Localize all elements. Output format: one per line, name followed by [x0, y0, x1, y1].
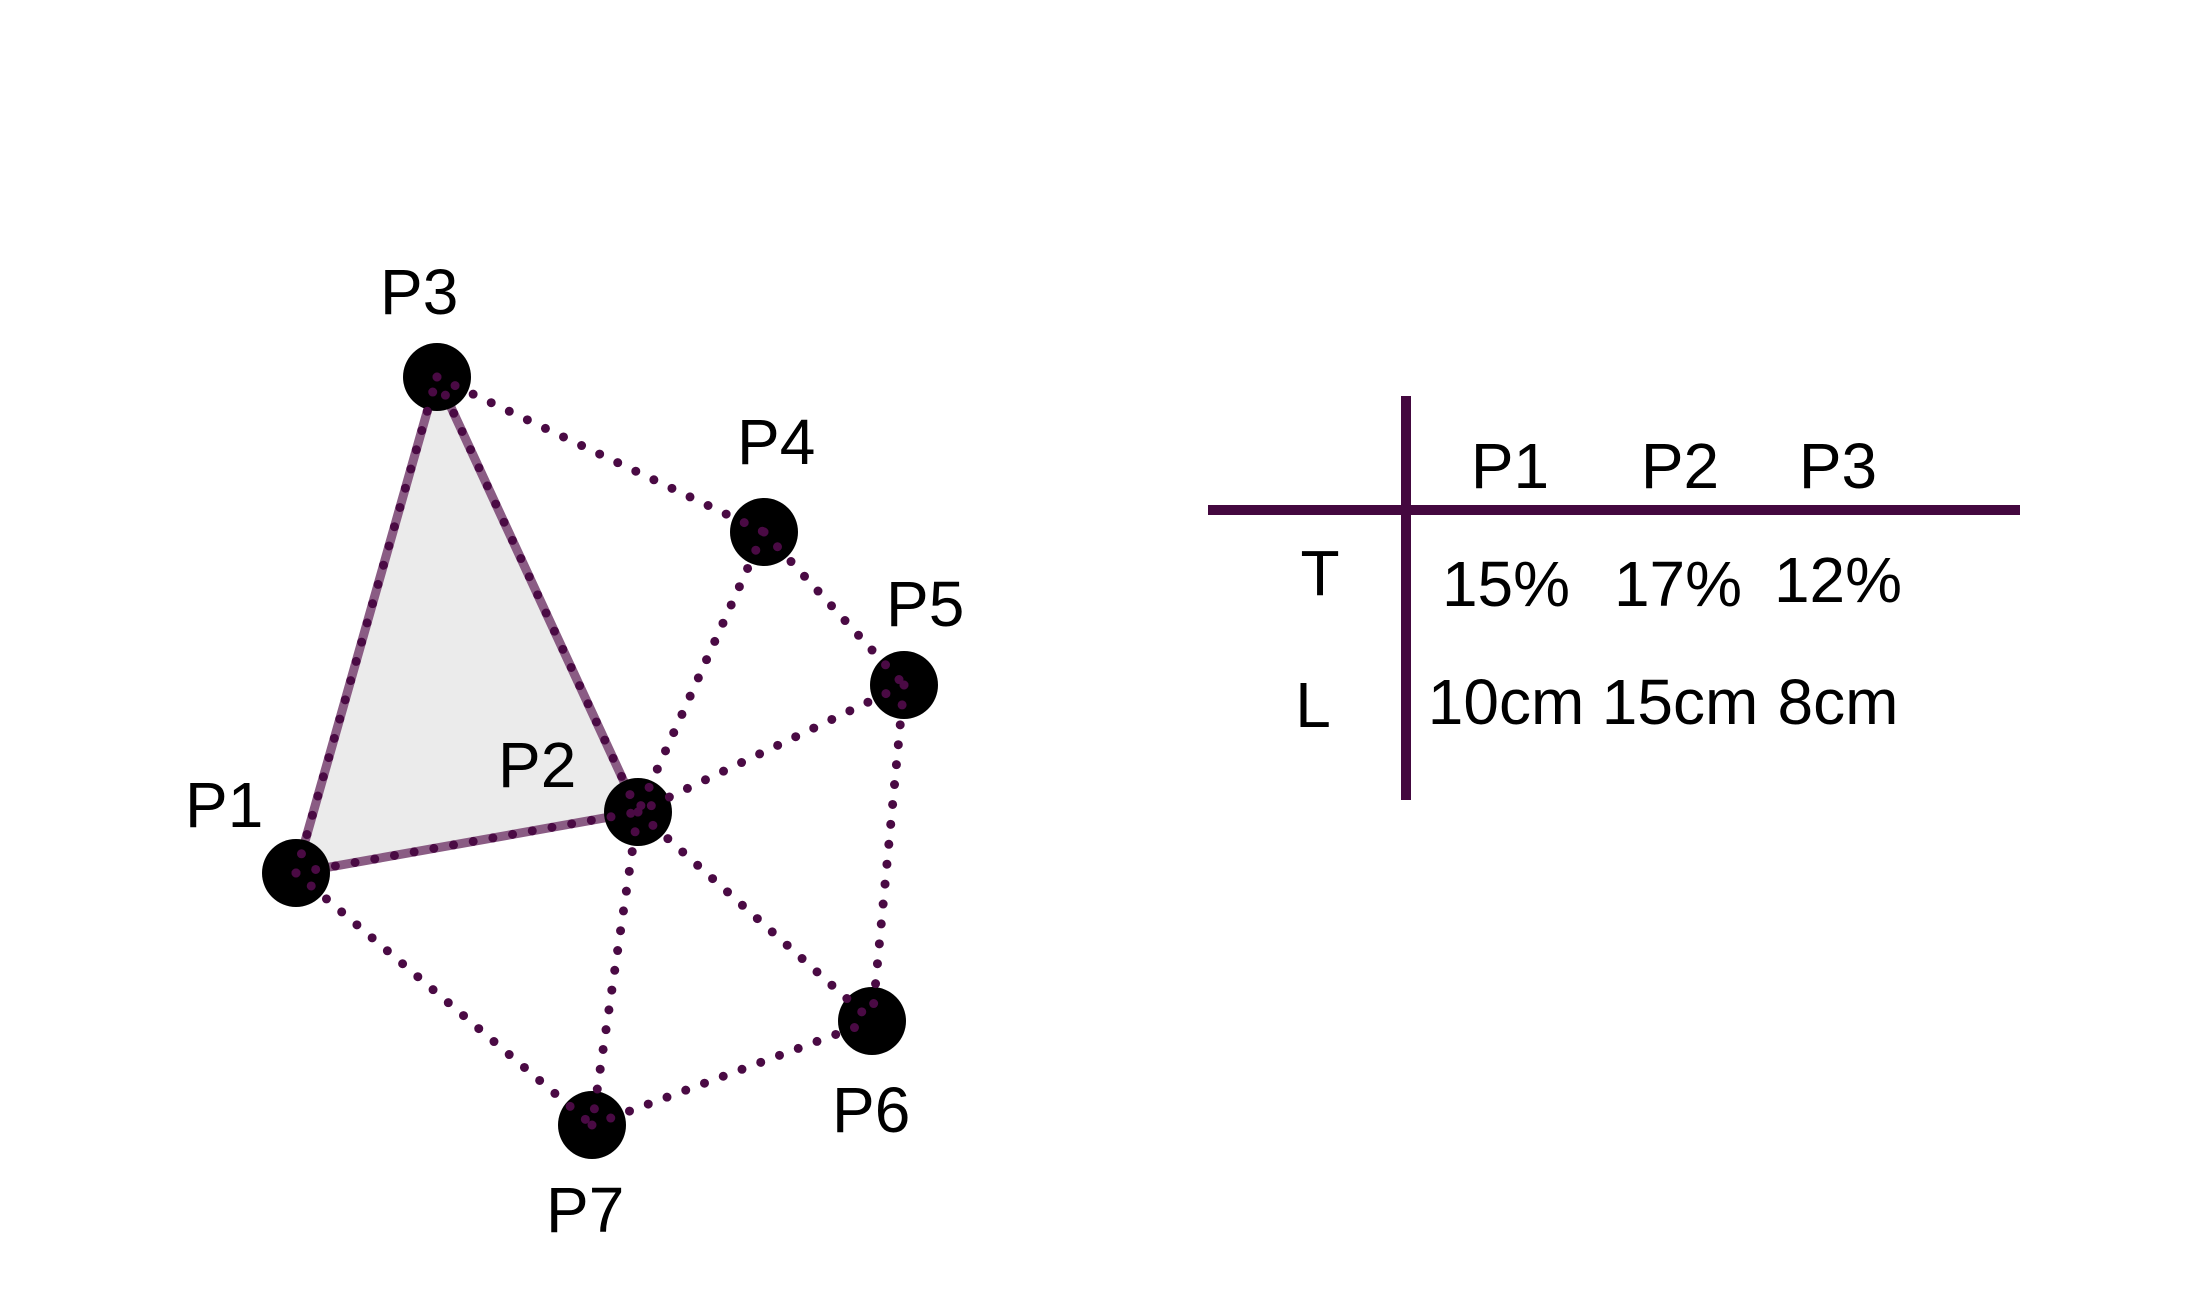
- table-cell-t-p1: 15%: [1442, 548, 1570, 620]
- label-p4: P4: [737, 406, 815, 478]
- table-cell-t-p3: 12%: [1774, 544, 1902, 616]
- label-p6: P6: [832, 1074, 910, 1146]
- table-row-label-l: L: [1295, 669, 1331, 741]
- node-p6: [838, 987, 906, 1055]
- table-cell-t-p2: 17%: [1614, 548, 1742, 620]
- edge-p5-p6: [867, 680, 909, 1026]
- highlighted-triangle: [296, 377, 638, 873]
- table-row-label-t: T: [1300, 537, 1339, 609]
- label-p1: P1: [185, 769, 263, 841]
- label-p7: P7: [546, 1174, 624, 1246]
- edge-p3-p4: [432, 372, 769, 537]
- label-p5: P5: [886, 568, 964, 640]
- edge-p2-p7: [587, 807, 643, 1130]
- table-col-header-p2: P2: [1641, 430, 1719, 502]
- node-labels: P1 P2 P3 P4 P5 P6 P7: [185, 256, 964, 1246]
- data-table: P1 P2 P3 T 15% 17% 12% L 10cm 15cm 8cm: [1208, 396, 2020, 800]
- edge-p4-p5: [759, 527, 909, 690]
- label-p2: P2: [498, 729, 576, 801]
- label-p3: P3: [380, 256, 458, 328]
- edge-p1-p3: [291, 372, 442, 878]
- table-cell-l-p3: 8cm: [1778, 666, 1899, 738]
- edge-p3-p2: [432, 372, 643, 817]
- table-cell-l-p2: 15cm: [1602, 666, 1759, 738]
- table-col-header-p1: P1: [1471, 430, 1549, 502]
- table-col-header-p3: P3: [1799, 430, 1877, 502]
- edge-p5-p2: [633, 680, 909, 817]
- edge-p1-p7: [291, 868, 597, 1130]
- edge-p7-p6: [587, 1016, 877, 1130]
- table-cell-l-p1: 10cm: [1428, 666, 1585, 738]
- edges-overlay: [291, 372, 909, 1130]
- edge-p1-p2: [291, 807, 643, 878]
- edge-p4-p2: [633, 527, 769, 817]
- edge-p2-p6: [633, 807, 877, 1026]
